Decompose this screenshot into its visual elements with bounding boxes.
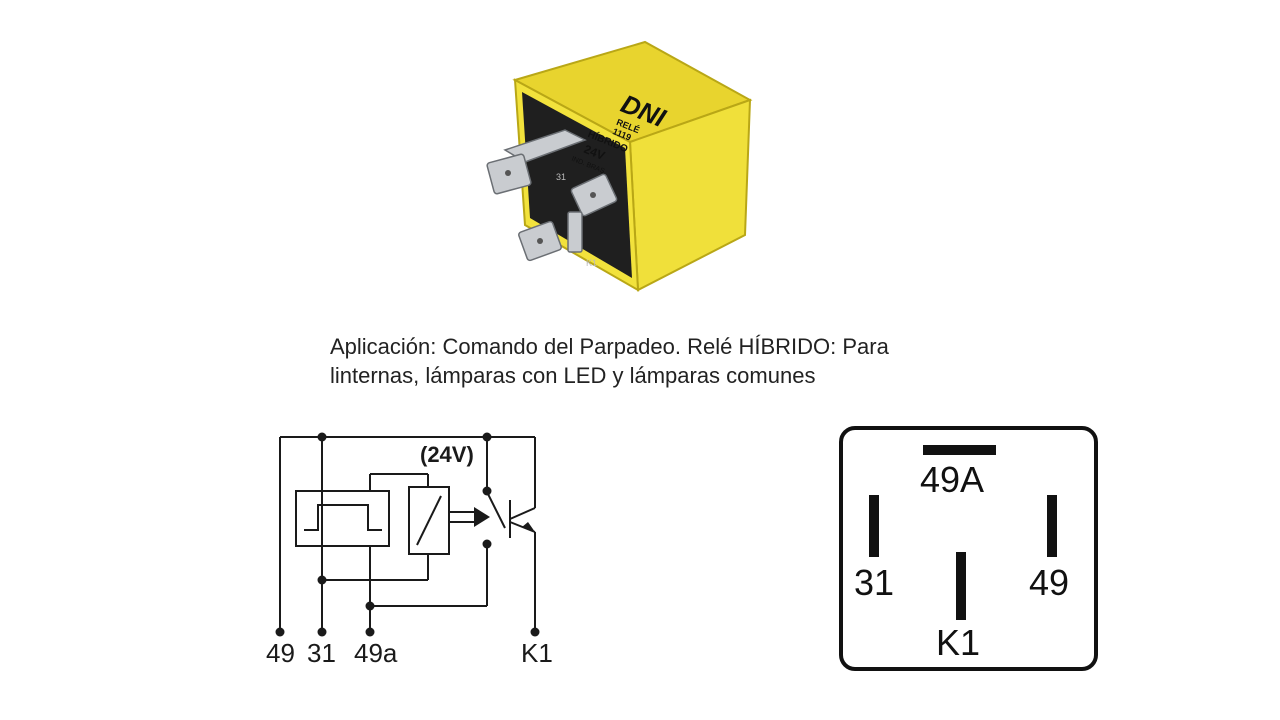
terminal-label-31: 31 bbox=[556, 172, 566, 182]
pin-k1-bar bbox=[956, 552, 966, 620]
timer-block bbox=[295, 490, 390, 547]
relay-product-photo: DNI RELÉ 1119 HÍBRIDO 24V IND. BRAS. 31 … bbox=[486, 40, 753, 292]
junction-dots bbox=[275, 432, 540, 637]
pinout-label-49: 49 bbox=[1029, 562, 1069, 603]
terminal-hole bbox=[505, 170, 511, 176]
pinout-outline bbox=[839, 426, 1098, 671]
pin-label-k1: K1 bbox=[521, 638, 553, 668]
pin-label-31: 31 bbox=[307, 638, 336, 668]
terminal-hole bbox=[537, 238, 543, 244]
caption-line-1: Aplicación: Comando del Parpadeo. Relé H… bbox=[330, 334, 889, 359]
pin-49a-bar bbox=[923, 445, 996, 455]
pinout-label-31: 31 bbox=[854, 562, 894, 603]
pin-49-bar bbox=[1047, 495, 1057, 557]
voltage-label: (24V) bbox=[420, 442, 474, 467]
pin-31-bar bbox=[869, 495, 879, 557]
caption-line-2: linternas, lámparas con LED y lámparas c… bbox=[330, 363, 816, 388]
terminal-hole bbox=[590, 192, 596, 198]
diode-arrow bbox=[522, 522, 535, 532]
pin-label-49: 49 bbox=[266, 638, 295, 668]
pinout-label-49a: 49A bbox=[920, 459, 984, 500]
circuit-schematic: (24V) 49 31 49a K1 bbox=[266, 432, 553, 668]
pinout-diagram: 49A 31 49 K1 bbox=[839, 426, 1098, 671]
terminal-label-k1: K1 bbox=[586, 258, 597, 268]
pinout-label-k1: K1 bbox=[936, 622, 980, 663]
pin-label-49a: 49a bbox=[354, 638, 398, 668]
switch-arrow bbox=[474, 507, 490, 527]
application-caption: Aplicación: Comando del Parpadeo. Relé H… bbox=[330, 332, 970, 390]
